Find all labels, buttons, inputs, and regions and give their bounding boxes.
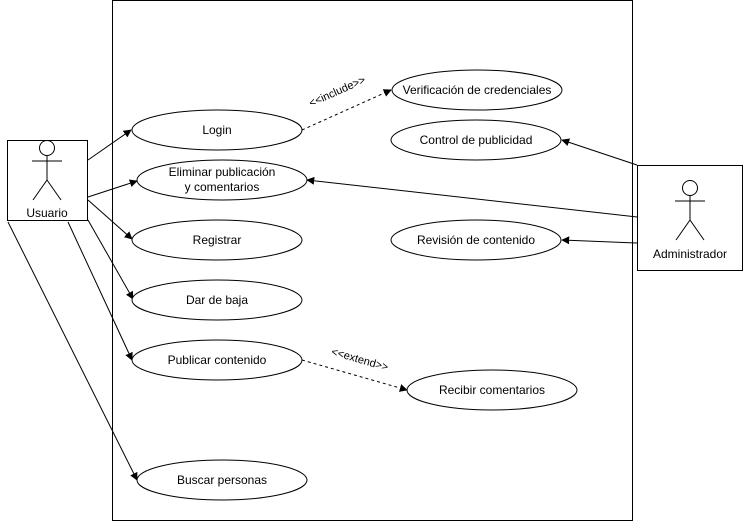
extend-relation [301, 359, 408, 392]
use-case-eliminar[interactable]: Eliminar publicación y comentarios [136, 159, 308, 201]
use-case-verificacion[interactable]: Verificación de credenciales [391, 69, 563, 111]
use-case-recibir-label: Recibir comentarios [439, 383, 545, 397]
use-case-dar-de-baja[interactable]: Dar de baja [131, 279, 303, 321]
use-case-revision-label: Revisión de contenido [417, 233, 535, 247]
assoc-usuario-publicar [67, 221, 133, 361]
assoc-usuario-registrar [87, 199, 133, 240]
use-case-recibir[interactable]: Recibir comentarios [406, 369, 578, 411]
use-case-login-label: Login [202, 123, 231, 137]
assoc-admin-eliminar [306, 176, 638, 218]
stick-figure-icon [675, 180, 705, 241]
use-case-eliminar-label-line2: y comentarios [185, 180, 260, 194]
use-case-registrar-label: Registrar [193, 233, 242, 247]
assoc-admin-control [561, 138, 638, 166]
use-case-verificacion-label: Verificación de credenciales [403, 83, 552, 97]
assoc-usuario-eliminar [87, 179, 138, 198]
assoc-usuario-dar-de-baja [87, 219, 134, 300]
actor-usuario[interactable]: Usuario [7, 140, 88, 221]
use-case-publicar-label: Publicar contenido [168, 353, 267, 367]
actor-usuario-label: Usuario [26, 206, 68, 220]
actor-administrador-label: Administrador [653, 247, 727, 261]
use-case-eliminar-label-line1: Eliminar publicación [169, 165, 276, 179]
use-case-revision[interactable]: Revisión de contenido [390, 219, 562, 261]
use-case-dar-de-baja-label: Dar de baja [186, 293, 248, 307]
stick-figure-icon [32, 140, 62, 201]
use-case-buscar[interactable]: Buscar personas [136, 459, 308, 501]
assoc-usuario-login [87, 129, 132, 161]
administrador-associations [306, 138, 638, 245]
use-case-buscar-label: Buscar personas [177, 473, 267, 487]
system-boundary [112, 0, 633, 521]
use-case-control-label: Control de publicidad [420, 133, 533, 147]
extend-label: <<extend>> [330, 346, 390, 374]
usuario-associations [7, 129, 138, 481]
include-relation [301, 89, 392, 131]
actor-administrador[interactable]: Administrador [637, 165, 743, 271]
use-case-control[interactable]: Control de publicidad [390, 119, 562, 161]
use-case-login[interactable]: Login [131, 109, 303, 151]
use-case-registrar[interactable]: Registrar [131, 219, 303, 261]
assoc-usuario-buscar [7, 221, 138, 481]
use-case-publicar[interactable]: Publicar contenido [131, 339, 303, 381]
assoc-admin-revision [561, 236, 638, 245]
